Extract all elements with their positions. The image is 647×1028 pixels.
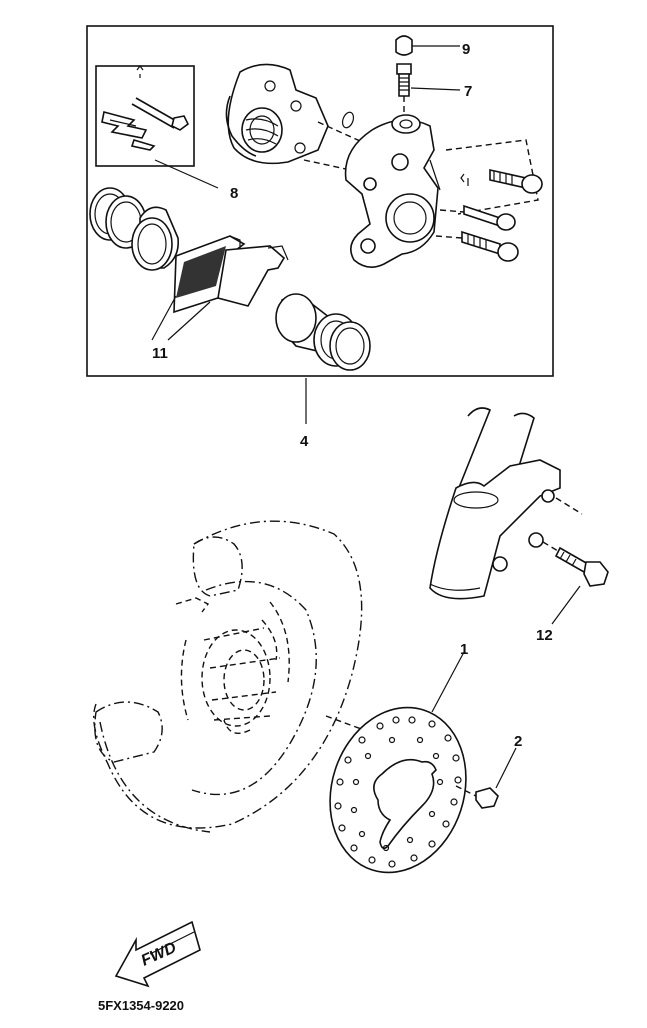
leader-line-8: [154, 159, 219, 189]
pin-bolt-part-8: [101, 65, 190, 151]
forward-direction-arrow: FWD: [114, 920, 201, 988]
brake-pads-part-11: [151, 235, 289, 341]
pin-kit-inset-box: [95, 65, 195, 167]
diagram-code: 5FX1354-9220: [98, 998, 184, 1013]
brake-disc-part-1: [329, 651, 467, 874]
o-ring-mark: [341, 111, 355, 129]
front-fork-leg: [429, 407, 583, 600]
caliper-bracket: [225, 63, 381, 173]
callout-4: 4: [300, 433, 309, 450]
callout-8: 8: [230, 185, 238, 202]
caliper-assembly-frame: [86, 25, 554, 377]
caliper-bolt-part-12: [551, 546, 609, 625]
disc-bolt-part-2: [455, 747, 517, 809]
callout-9: 9: [462, 41, 470, 58]
front-wheel-phantom: [93, 520, 365, 833]
bleed-cap-part-9: [395, 35, 460, 56]
callout-12: 12: [536, 627, 553, 644]
caliper-mounting-bolts: [435, 169, 543, 262]
bleed-screw-part-7: [396, 63, 461, 112]
callout-2: 2: [514, 733, 522, 750]
bolt-guide-box: [445, 139, 539, 215]
callout-7: 7: [464, 83, 472, 100]
callout-1: 1: [460, 641, 468, 658]
right-piston-seals: [275, 293, 371, 371]
caliper-body: [344, 114, 441, 268]
callout-11: 11: [152, 345, 168, 362]
left-piston-seals: [89, 187, 180, 271]
